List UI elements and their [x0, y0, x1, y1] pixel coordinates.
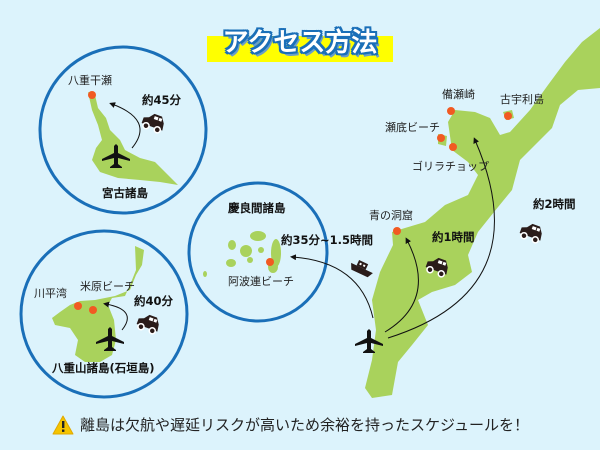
- kerama-name: 慶良間諸島: [228, 201, 286, 215]
- sesoko-spot: [437, 134, 445, 142]
- yaeyama-name: 八重山諸島(石垣島): [51, 361, 155, 375]
- bise-label: 備瀬崎: [442, 87, 475, 101]
- warning-text: 離島は欠航や遅延リスクが高いため余裕を持ったスケジュールを！: [80, 416, 529, 434]
- yabiji-spot: [88, 91, 96, 99]
- aharen-label: 阿波連ビーチ: [228, 274, 294, 288]
- sesoko-label: 瀬底ビーチ: [385, 120, 440, 134]
- yonehara-label: 米原ビーチ: [80, 280, 135, 293]
- warning-icon: [52, 415, 74, 434]
- bise-spot: [447, 107, 455, 115]
- blue-cave-label: 青の洞窟: [369, 208, 413, 222]
- okinawa-time-short: 約1時間: [432, 230, 475, 244]
- yonehara-spot: [89, 306, 97, 314]
- gorilla-chop-spot: [449, 143, 457, 151]
- miyako-time: 約45分: [142, 93, 182, 107]
- okinawa-main-island: [365, 28, 600, 398]
- miyako-name: 宮古諸島: [102, 186, 148, 200]
- gorilla-chop-label: ゴリラチョップ: [412, 159, 489, 173]
- kouri-spot: [504, 112, 512, 120]
- yaeyama-time: 約40分: [134, 294, 174, 308]
- miyako-spot-label: 八重干瀬: [68, 73, 112, 87]
- kerama-islands: [203, 231, 281, 277]
- route-blue-cave-arrow: [384, 237, 419, 333]
- kouri-label: 古宇利島: [500, 92, 544, 106]
- kerama-circle: [187, 181, 329, 323]
- car-icon: [517, 220, 546, 246]
- page-title: アクセス方法: [222, 28, 378, 58]
- ferry-route-arrow: [290, 254, 374, 319]
- blue-cave-spot: [393, 227, 401, 235]
- kabira-spot: [74, 302, 82, 310]
- ferry-icon: [351, 260, 373, 278]
- aharen-spot: [266, 258, 274, 266]
- kerama-time: 約35分~1.5時間: [281, 233, 373, 247]
- yaeyama-route-arrow: [103, 301, 128, 331]
- warning-note: 離島は欠航や遅延リスクが高いため余裕を持ったスケジュールを！: [52, 414, 529, 435]
- kabira-label: 川平湾: [34, 286, 67, 300]
- route-north-arrow: [387, 137, 495, 339]
- miyako-island: [88, 92, 178, 185]
- okinawa-time-long: 約2時間: [533, 197, 576, 211]
- miyako-route-arrow: [109, 102, 141, 149]
- title-band: [207, 36, 393, 62]
- ishigaki-island: [52, 246, 144, 362]
